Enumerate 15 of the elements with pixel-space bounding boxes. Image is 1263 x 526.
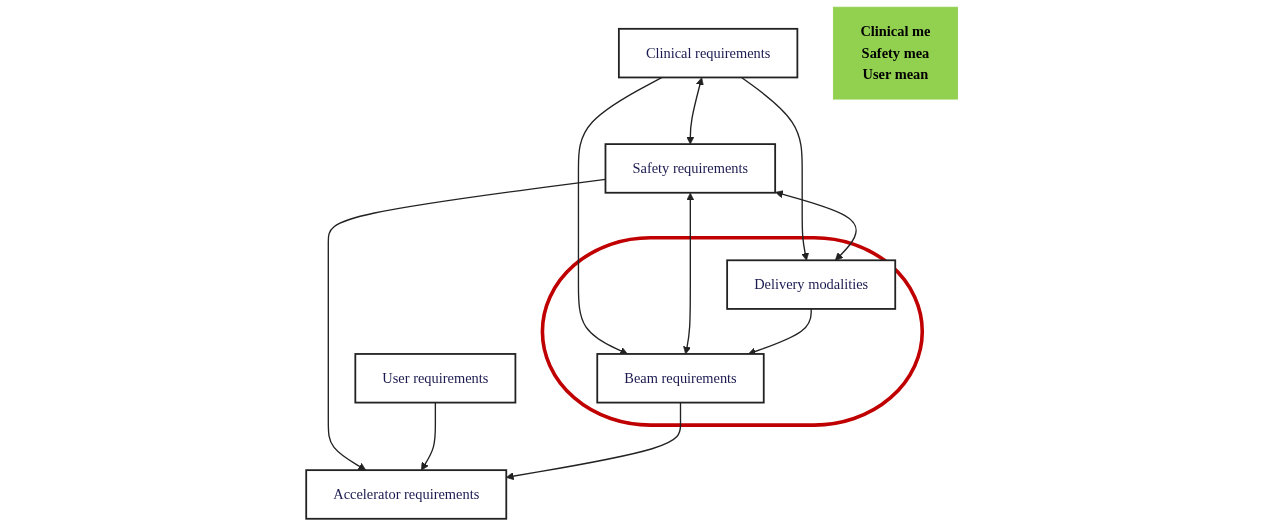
node-box: Accelerator requirements <box>304 469 507 520</box>
node-box: Clinical me Safety mea User mean <box>832 6 958 100</box>
arrow <box>682 192 694 355</box>
node-box: User requirements <box>354 353 516 404</box>
arrow <box>505 401 681 481</box>
node-box: Safety requirements <box>604 143 776 194</box>
arrow <box>420 401 436 471</box>
arrow <box>577 76 663 355</box>
arrow <box>327 178 606 471</box>
node-box: Clinical requirements <box>617 27 798 79</box>
node-box: Delivery modalities <box>725 259 896 310</box>
arrow <box>740 76 809 261</box>
node-box: Beam requirements <box>596 353 765 404</box>
arrow <box>686 77 704 145</box>
arrow <box>774 190 857 261</box>
